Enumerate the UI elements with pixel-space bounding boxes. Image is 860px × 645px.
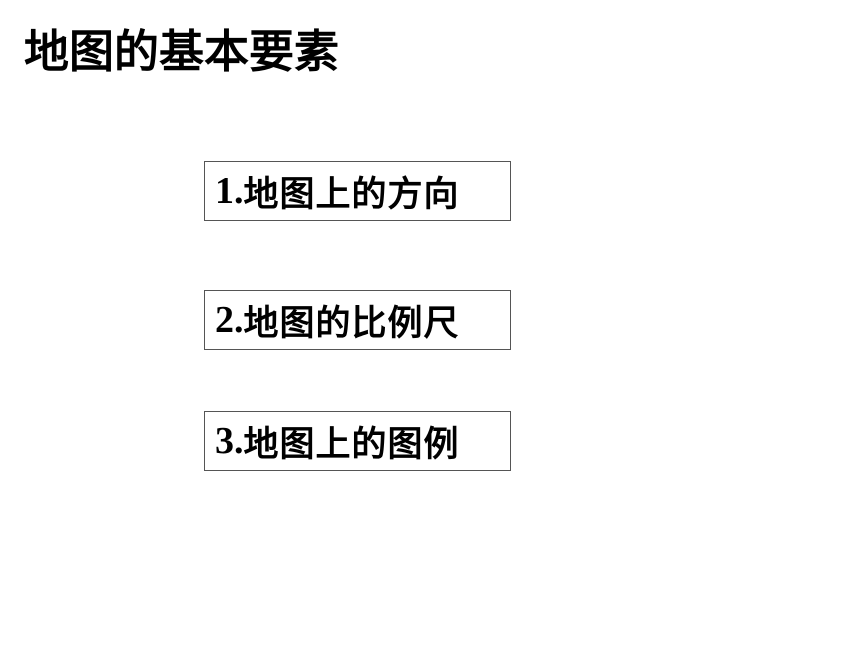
list-item-legend: 3.地图上的图例 [204,411,511,471]
item-number: 2. [215,299,244,341]
item-text: 地图上的方向 [243,174,460,215]
item-text: 地图上的图例 [243,424,460,465]
slide-title: 地图的基本要素 [24,25,340,78]
list-item-direction: 1.地图上的方向 [204,161,511,221]
item-number: 1. [215,170,244,212]
list-item-scale: 2.地图的比例尺 [204,290,511,350]
item-text: 地图的比例尺 [243,303,460,344]
item-number: 3. [215,420,244,462]
